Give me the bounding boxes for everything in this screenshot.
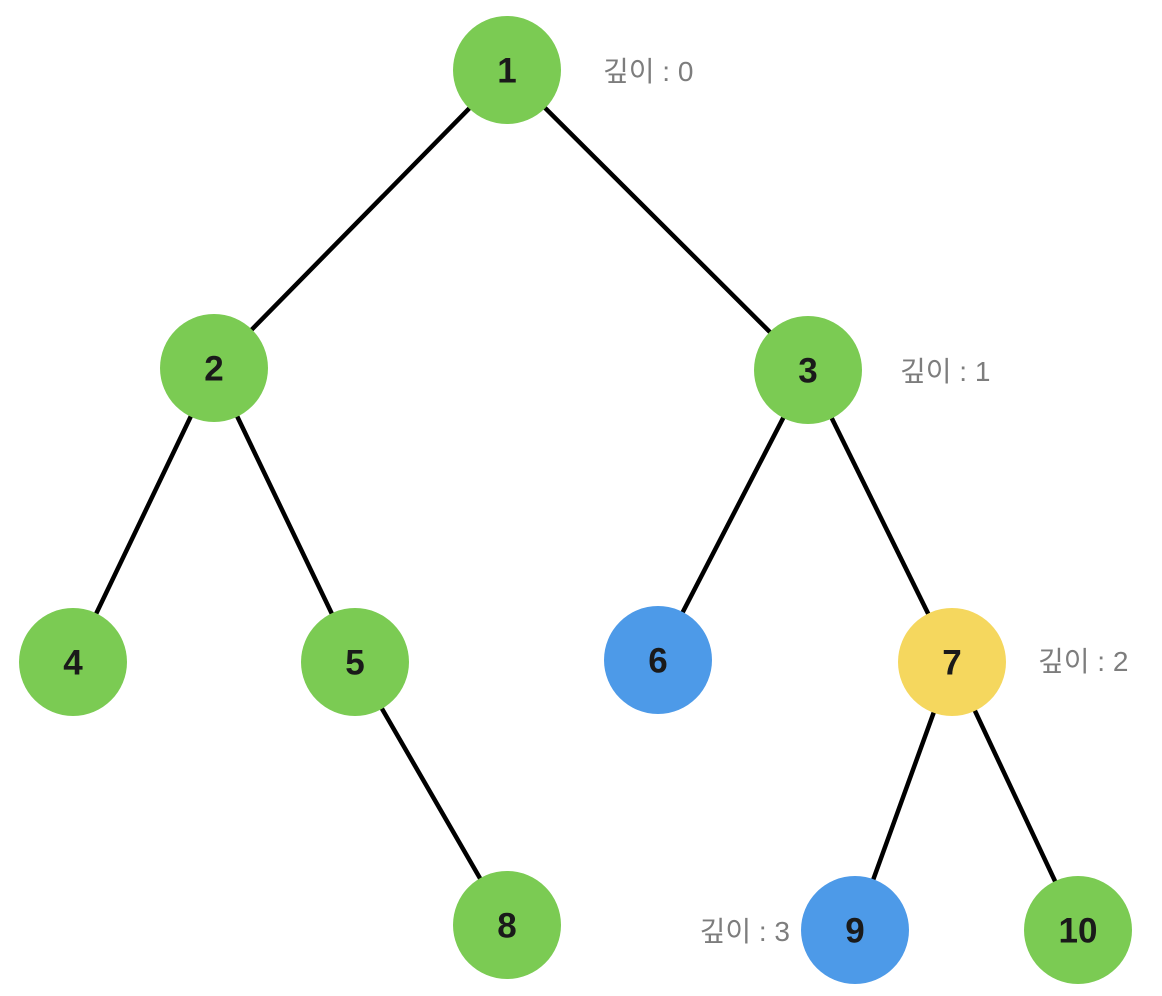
- node-value-8: 8: [497, 906, 516, 945]
- tree-edge-3-6: [656, 368, 810, 662]
- tree-edge-1-2: [212, 68, 509, 370]
- depth-label-depth-2: 깊이 : 2: [1038, 646, 1128, 677]
- tree-node-7: 7: [898, 608, 1006, 716]
- tree-node-1: 1: [453, 16, 561, 124]
- depth-labels-layer: 깊이 : 0 깊이 : 1 깊이 : 2 깊이 : 3: [603, 56, 1128, 947]
- node-circle-7: [898, 608, 1006, 716]
- tree-edge-2-5: [211, 367, 358, 663]
- node-value-1: 1: [497, 51, 516, 90]
- node-circle-5: [301, 608, 409, 716]
- tree-node-9: 9: [801, 876, 909, 984]
- node-circle-6: [604, 606, 712, 714]
- tree-node-6: 6: [604, 606, 712, 714]
- tree-node-8: 8: [453, 871, 561, 979]
- tree-node-2: 2: [160, 314, 268, 422]
- tree-node-4: 4: [19, 608, 127, 716]
- tree-nodes-layer: 1 2 3 4 5 6 7 8 9 10: [19, 16, 1132, 984]
- tree-edge-2-4: [70, 367, 217, 663]
- depth-label-depth-0: 깊이 : 0: [603, 56, 693, 87]
- node-value-9: 9: [845, 911, 864, 950]
- node-value-5: 5: [345, 643, 364, 682]
- depth-label-depth-3: 깊이 : 3: [700, 916, 790, 947]
- tree-node-10: 10: [1024, 876, 1132, 984]
- node-value-2: 2: [204, 349, 223, 388]
- tree-node-5: 5: [301, 608, 409, 716]
- node-value-4: 4: [63, 643, 83, 682]
- node-circle-3: [754, 316, 862, 424]
- depth-label-depth-1: 깊이 : 1: [900, 356, 990, 387]
- node-circle-4: [19, 608, 127, 716]
- node-circle-10: [1024, 876, 1132, 984]
- node-value-6: 6: [648, 641, 667, 680]
- node-circle-9: [801, 876, 909, 984]
- node-circle-8: [453, 871, 561, 979]
- node-value-3: 3: [798, 351, 817, 390]
- node-value-7: 7: [942, 643, 961, 682]
- tree-edge-3-7: [805, 369, 955, 663]
- node-value-10: 10: [1059, 911, 1098, 950]
- tree-edge-1-3: [505, 68, 810, 372]
- tree-edges-layer: [70, 68, 1081, 931]
- node-circle-1: [453, 16, 561, 124]
- tree-node-3: 3: [754, 316, 862, 424]
- node-circle-2: [160, 314, 268, 422]
